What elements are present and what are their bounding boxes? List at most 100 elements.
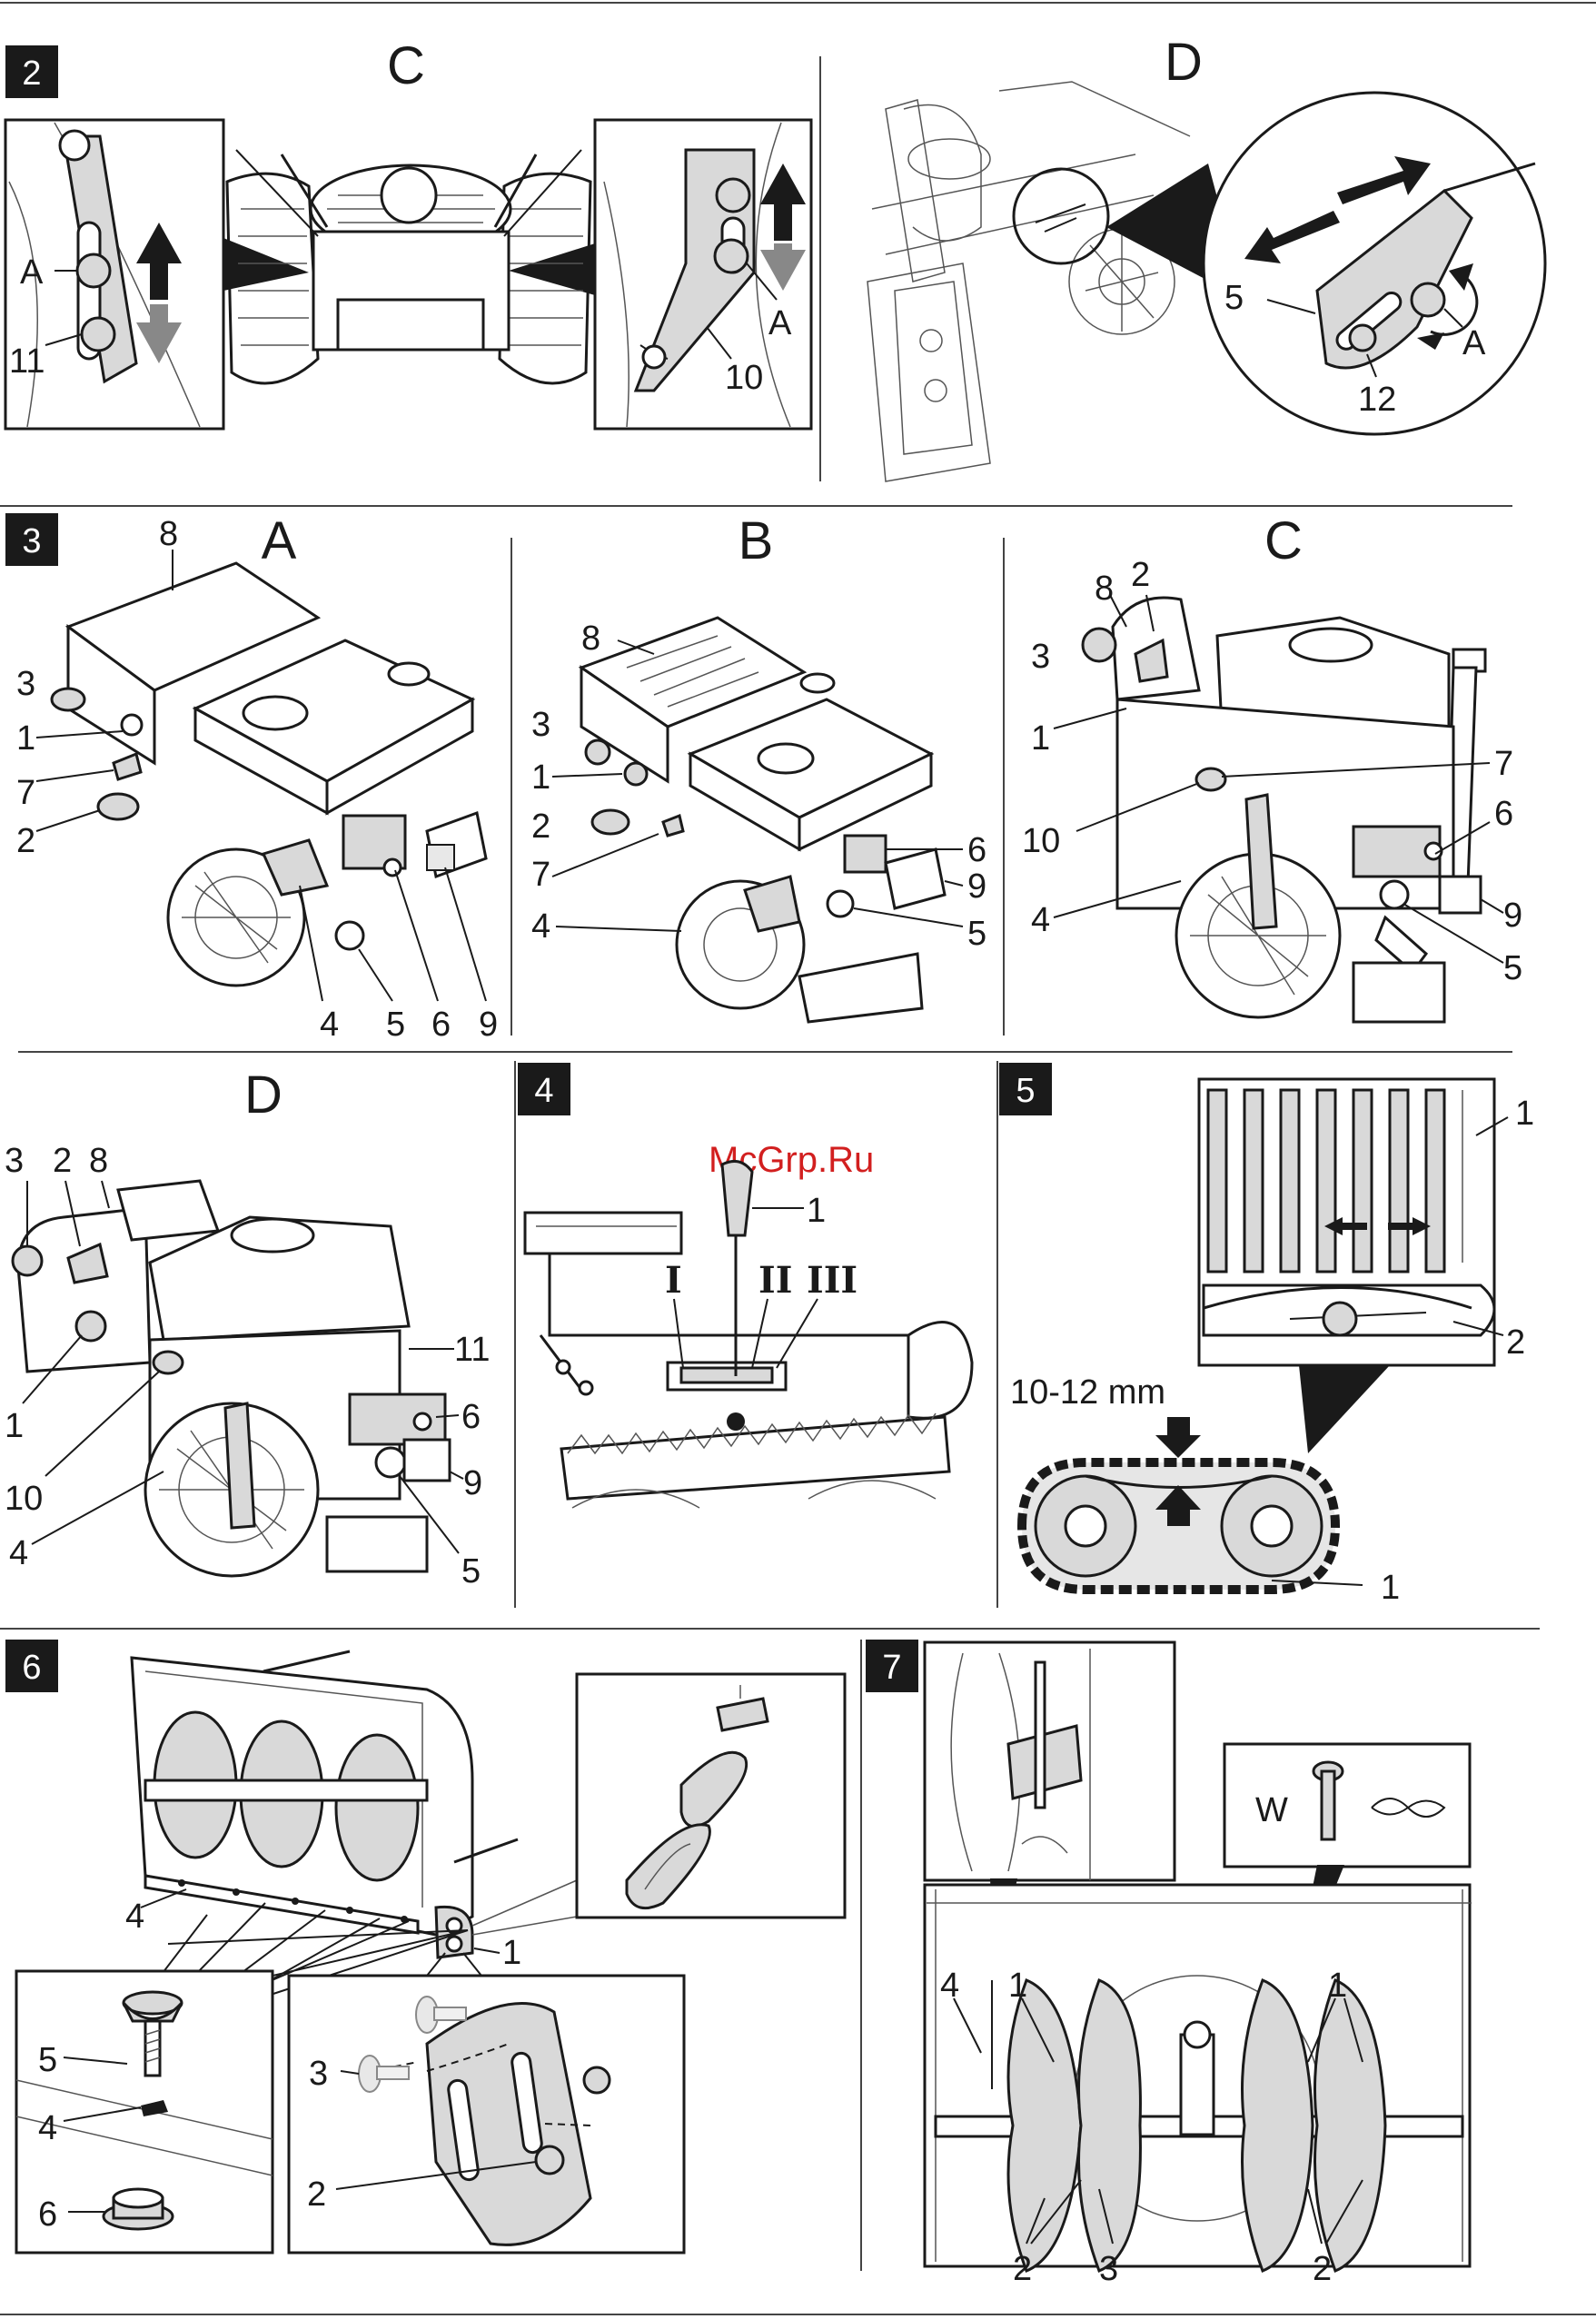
label-4: 4: [38, 2109, 57, 2147]
label-1: 1: [5, 1407, 24, 1445]
choke-lever: [114, 754, 141, 779]
label-2: 2: [531, 808, 550, 846]
label-10: 10: [725, 359, 763, 397]
label-4: 4: [320, 1006, 339, 1044]
label-7: 7: [1494, 745, 1513, 783]
label-8: 8: [581, 619, 600, 658]
chute: [886, 100, 945, 282]
nut-a: [1412, 283, 1444, 316]
engine-d: D 3 2 8 1: [5, 1065, 490, 1591]
label-9: 9: [1503, 897, 1522, 935]
label-1: 1: [531, 758, 550, 797]
fuel-cap: [243, 697, 307, 729]
label-w: W: [1255, 1791, 1288, 1829]
fuel-cap: [758, 744, 813, 773]
label-5: 5: [967, 915, 986, 953]
label-8: 8: [159, 515, 178, 553]
engine-b: B 8 3 1 2 7: [531, 511, 986, 1022]
auger-tube: [908, 1322, 972, 1418]
bolt-a-left: [77, 254, 110, 287]
muffler: [886, 849, 945, 908]
label-1: 1: [1031, 719, 1050, 758]
label-1: 1: [807, 1192, 826, 1230]
bolt-a-right: [715, 240, 748, 273]
figure-5: 5 1 2 10-12 mm 1: [999, 1063, 1534, 1607]
label-5: 5: [38, 2041, 57, 2079]
muffler: [1440, 877, 1481, 913]
label-2: 2: [1131, 556, 1150, 594]
label-3: 3: [1031, 638, 1050, 676]
throttle-knob: [592, 810, 629, 834]
label-1: 1: [1328, 1967, 1347, 2005]
electric-starter-plug: [336, 922, 363, 949]
label-4: 4: [125, 1898, 144, 1936]
figure-2: 2 C D A 11: [5, 33, 1545, 481]
gear-ii: II: [758, 1259, 792, 1302]
fuel-cap: [1290, 629, 1372, 661]
label-2: 2: [16, 822, 35, 860]
electric-starter-plug: [376, 1448, 405, 1477]
pointer-wedge-right: [509, 243, 595, 295]
shift-lever-knob: [722, 1161, 752, 1235]
primer-button: [52, 689, 84, 710]
primer-button: [1083, 629, 1115, 661]
shear-pin: [1036, 1662, 1045, 1808]
engine-d-title: D: [244, 1065, 283, 1125]
engine-c: C 8 2 3 1: [1022, 511, 1522, 1022]
label-7: 7: [16, 774, 35, 812]
label-8: 8: [1095, 570, 1114, 608]
arrow-down-icon: [1155, 1417, 1201, 1458]
label-2: 2: [307, 2175, 326, 2214]
figure-4: 4 McGrp.Ru 1 I II III: [518, 1063, 972, 1508]
label-5: 5: [1503, 949, 1522, 987]
label-9: 9: [463, 1464, 482, 1502]
badge-7-label: 7: [882, 1649, 901, 1687]
engine-c-title: C: [1264, 511, 1303, 570]
label-4: 4: [531, 907, 550, 946]
view-d-title: D: [1165, 33, 1203, 92]
bracket-left-inset: A 11: [5, 120, 223, 429]
muffler: [404, 1440, 450, 1481]
label-a: A: [20, 253, 44, 292]
ignition-switch-box: [845, 836, 886, 872]
hex-nut: [536, 2146, 563, 2174]
gear-iii: III: [807, 1259, 857, 1302]
bolt-12: [1350, 325, 1375, 351]
label-a: A: [1462, 324, 1486, 362]
label-4: 4: [1031, 901, 1050, 939]
label-2: 2: [1313, 2250, 1332, 2288]
label-6: 6: [461, 1398, 481, 1436]
label-11: 11: [9, 342, 45, 381]
engine-b-title: B: [739, 511, 774, 570]
label-9: 9: [967, 867, 986, 906]
detail-zoom: 5 A 12: [1204, 93, 1545, 434]
figure-6: 6 4 1: [5, 1640, 845, 2253]
badge-5-label: 5: [1016, 1072, 1035, 1110]
bolt-11: [82, 318, 114, 351]
label-11: 11: [454, 1331, 490, 1369]
dimension-label: 10-12 mm: [1010, 1373, 1165, 1412]
label-3: 3: [309, 2055, 328, 2093]
label-4: 4: [940, 1967, 959, 2005]
label-5: 5: [461, 1552, 481, 1591]
figure-7: 7 W 4 1 1 2 3 2: [866, 1640, 1472, 2288]
machine-side-view: [867, 82, 1244, 481]
engine-a: A 8 3 1 7: [16, 511, 498, 1044]
choke-lever: [154, 1352, 183, 1373]
engine-a-title: A: [262, 511, 297, 570]
label-3: 3: [1099, 2250, 1118, 2288]
label-1: 1: [502, 1934, 521, 1972]
badge-4-label: 4: [534, 1072, 553, 1110]
throttle-knob: [98, 794, 138, 819]
label-1: 1: [1515, 1095, 1534, 1133]
label-3: 3: [5, 1142, 24, 1180]
label-6: 6: [431, 1006, 451, 1044]
badge-2-label: 2: [22, 55, 41, 93]
pointer-wedge: [1299, 1365, 1390, 1453]
label-10: 10: [5, 1480, 43, 1518]
bracket-right-inset: A 10: [595, 120, 811, 429]
badge-3-label: 3: [22, 522, 41, 560]
label-5: 5: [1224, 279, 1244, 317]
badge-6-label: 6: [22, 1649, 41, 1687]
